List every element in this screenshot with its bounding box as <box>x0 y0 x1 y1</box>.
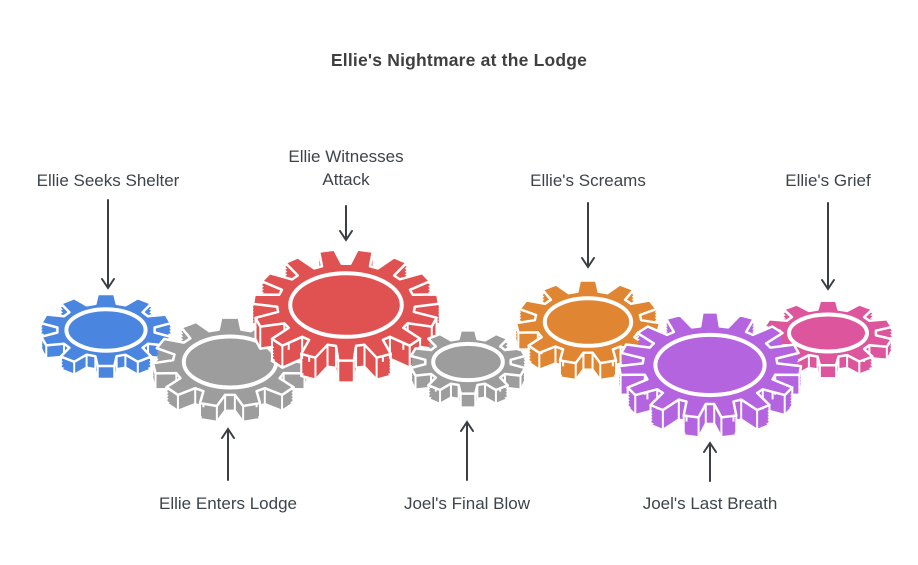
label-ellies-screams: Ellie's Screams <box>530 171 646 190</box>
label-joels-final-blow: Joel's Final Blow <box>403 494 531 513</box>
label-ellie-seeks-shelter: Ellie Seeks Shelter <box>36 171 180 190</box>
gear-ellie-witnesses-attack <box>251 248 441 384</box>
arrow-joel-s-last-breath <box>703 441 717 482</box>
arrow-ellie-seeks-shelter <box>101 199 115 290</box>
label-joels-last-breath: Joel's Last Breath <box>642 494 778 513</box>
arrow-joel-s-final-blow <box>460 420 474 481</box>
arrow-ellie-s-screams <box>581 202 595 269</box>
label-ellie-witnesses-attack: Ellie Witnesses Attack <box>288 147 404 189</box>
label-ellies-grief: Ellie's Grief <box>785 171 871 190</box>
gear-joel-s-final-blow <box>409 329 527 409</box>
arrow-ellie-witnesses-attack <box>339 205 353 242</box>
arrow-ellie-enters-lodge <box>221 427 235 481</box>
arrow-ellie-s-grief <box>821 202 835 291</box>
label-ellie-enters-lodge: Ellie Enters Lodge <box>159 494 297 513</box>
page-title: Ellie's Nightmare at the Lodge <box>330 50 588 70</box>
gear-ellie-enters-lodge <box>151 316 309 424</box>
gear-joel-s-last-breath <box>617 311 803 439</box>
gear-ellie-seeks-shelter <box>39 292 173 381</box>
